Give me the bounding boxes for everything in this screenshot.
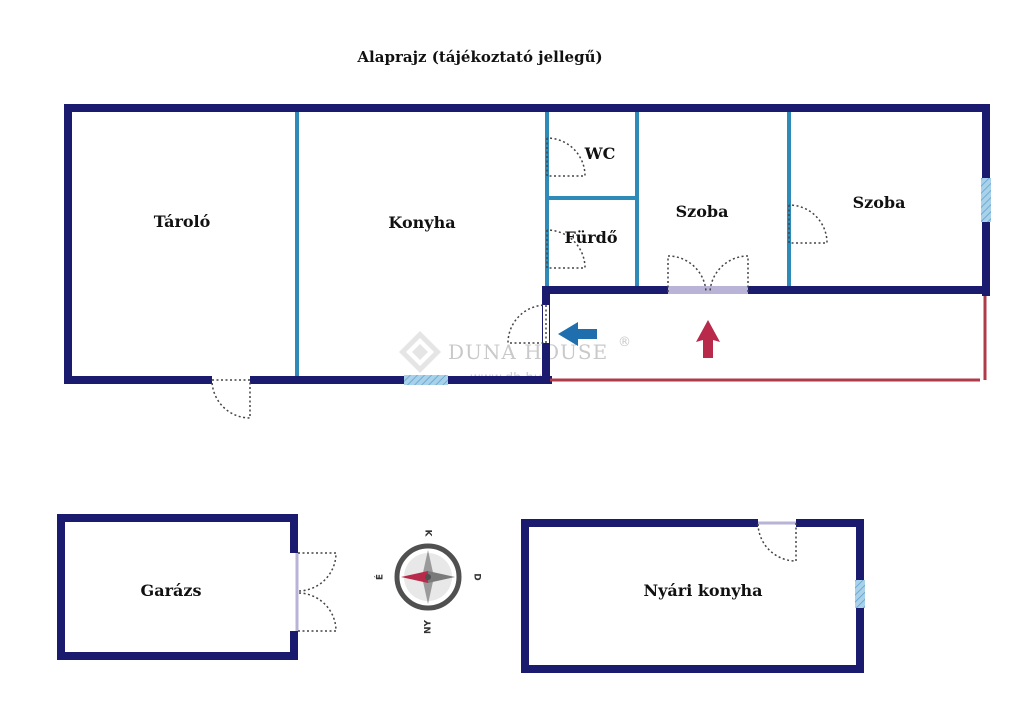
room-label-szoba-1: Szoba: [676, 202, 729, 221]
main-building: Tároló Konyha WC Fürdő Szoba Szoba: [64, 104, 991, 419]
room-label-furdo: Fürdő: [565, 228, 618, 247]
compass-label-west: É: [374, 574, 386, 580]
watermark-logo-icon: [399, 331, 441, 373]
compass-label-south: NY: [424, 619, 434, 634]
door-szoba-double-left: [667, 255, 707, 293]
door-opening-garage: [290, 553, 298, 631]
watermark-registered: ®: [618, 335, 631, 350]
window-summer-kitchen: [855, 580, 865, 608]
compass-needle-east: [428, 571, 455, 583]
watermark-brand: DUNA HOUSE: [448, 340, 608, 364]
room-label-tarolo: Tároló: [154, 212, 211, 231]
door-wc-swing: [546, 137, 586, 177]
door-furdo-swing: [546, 229, 586, 269]
room-label-nyari-konyha: Nyári konyha: [643, 581, 762, 600]
compass-label-east: D: [472, 573, 482, 580]
garage-building: Garázs: [57, 514, 337, 660]
room-label-wc: WC: [584, 144, 616, 163]
compass-label-north: K: [423, 530, 433, 538]
summer-kitchen-door-swing: [757, 522, 797, 562]
compass-rose: K D NY É: [374, 530, 482, 635]
door-corridor-swing: [507, 304, 547, 344]
window-szoba-right: [981, 178, 991, 222]
compass-needle-west: [401, 571, 428, 583]
up-arrow-icon: [696, 320, 720, 358]
door-szoba-double-right: [709, 255, 749, 293]
plan-title: Alaprajz (tájékoztató jellegű): [356, 48, 602, 66]
entrance-arrow-icon: [558, 322, 597, 346]
garage-door-swing-bottom: [297, 592, 337, 632]
door-opening-szoba: [668, 286, 748, 294]
door-szoba-swing: [788, 204, 828, 244]
summer-kitchen-building: Nyári konyha: [521, 519, 865, 673]
room-label-konyha: Konyha: [388, 213, 455, 232]
room-label-garazs: Garázs: [141, 581, 202, 600]
room-label-szoba-2: Szoba: [853, 193, 906, 212]
compass-center: [425, 574, 431, 580]
window-konyha-bottom: [404, 375, 448, 385]
door-tarolo-swing: [211, 379, 251, 419]
garage-door-swing-top: [297, 552, 337, 592]
